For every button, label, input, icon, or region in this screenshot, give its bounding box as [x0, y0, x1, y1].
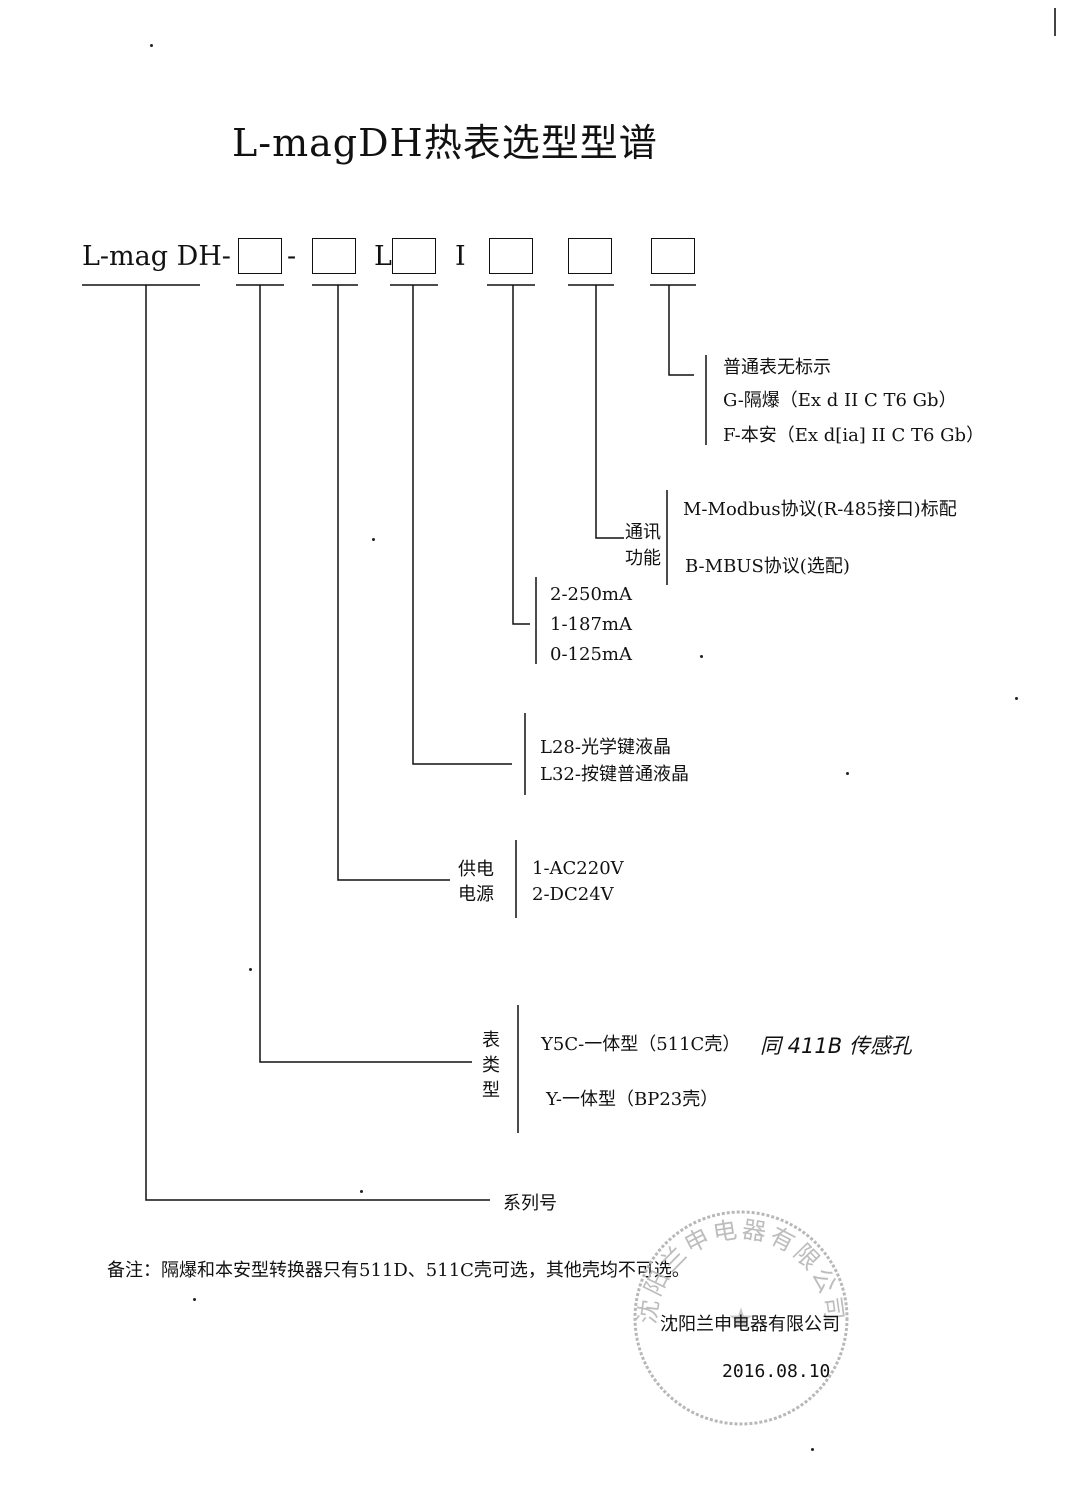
document-date: 2016.08.10	[722, 1361, 831, 1382]
option-type-y5c: Y5C-一体型（511C壳）	[541, 1034, 741, 1055]
handwritten-annotation: 同 411B 传感孔	[760, 1034, 912, 1058]
option-power-ac: 1-AC220V	[532, 858, 624, 879]
label-comm-1: 通讯	[625, 522, 661, 543]
company-seal: 沈阳兰申电器有限公司 ★	[633, 1210, 849, 1426]
option-comm-modbus: M-Modbus协议(R-485接口)标配	[683, 499, 957, 520]
option-current-0: 0-125mA	[550, 644, 632, 665]
label-type-3: 型	[482, 1080, 500, 1101]
label-power-1: 供电	[458, 859, 494, 880]
page-title: L-magDH热表选型型谱	[232, 121, 658, 165]
scan-speck	[360, 1190, 363, 1193]
label-type-1: 表	[482, 1030, 500, 1051]
option-current-1: 1-187mA	[550, 614, 632, 635]
option-type-y: Y-一体型（BP23壳）	[546, 1089, 719, 1110]
model-code-l: L	[374, 241, 392, 272]
label-type-2: 类	[482, 1055, 500, 1076]
label-series: 系列号	[503, 1193, 557, 1214]
code-box-current	[489, 238, 533, 274]
code-box-power	[312, 238, 356, 274]
scan-edge-mark	[1054, 8, 1056, 36]
label-power-2: 电源	[458, 884, 494, 905]
option-power-dc: 2-DC24V	[532, 884, 614, 905]
code-box-comm	[568, 238, 612, 274]
option-display-l32: L32-按键普通液晶	[540, 764, 689, 785]
code-box-type	[238, 238, 282, 274]
company-name: 沈阳兰申电器有限公司	[660, 1314, 840, 1335]
scan-speck	[249, 968, 252, 971]
option-comm-mbus: B-MBUS协议(选配)	[685, 556, 850, 577]
svg-text:★: ★	[728, 1302, 755, 1337]
scan-speck	[193, 1298, 196, 1301]
scan-speck	[372, 538, 375, 541]
scan-speck	[150, 44, 153, 47]
scan-speck	[811, 1448, 814, 1451]
option-explosion-f: F-本安（Ex d[ia] II C T6 Gb）	[723, 425, 985, 446]
footnote: 备注：隔爆和本安型转换器只有511D、511C壳可选，其他壳均不可选。	[107, 1260, 690, 1281]
code-box-display	[392, 238, 436, 274]
model-code-prefix: L-mag DH-	[82, 241, 231, 272]
model-code-i: I	[455, 241, 466, 272]
scan-speck	[846, 772, 849, 775]
option-current-2: 2-250mA	[550, 584, 632, 605]
model-code-dash: -	[287, 241, 297, 272]
option-explosion-none: 普通表无标示	[723, 357, 831, 378]
code-box-explosion	[651, 238, 695, 274]
option-display-l28: L28-光学键液晶	[540, 737, 671, 758]
option-explosion-g: G-隔爆（Ex d II C T6 Gb）	[723, 390, 957, 411]
label-comm-2: 功能	[625, 548, 661, 569]
scan-speck	[700, 655, 703, 658]
scan-speck	[1015, 697, 1018, 700]
